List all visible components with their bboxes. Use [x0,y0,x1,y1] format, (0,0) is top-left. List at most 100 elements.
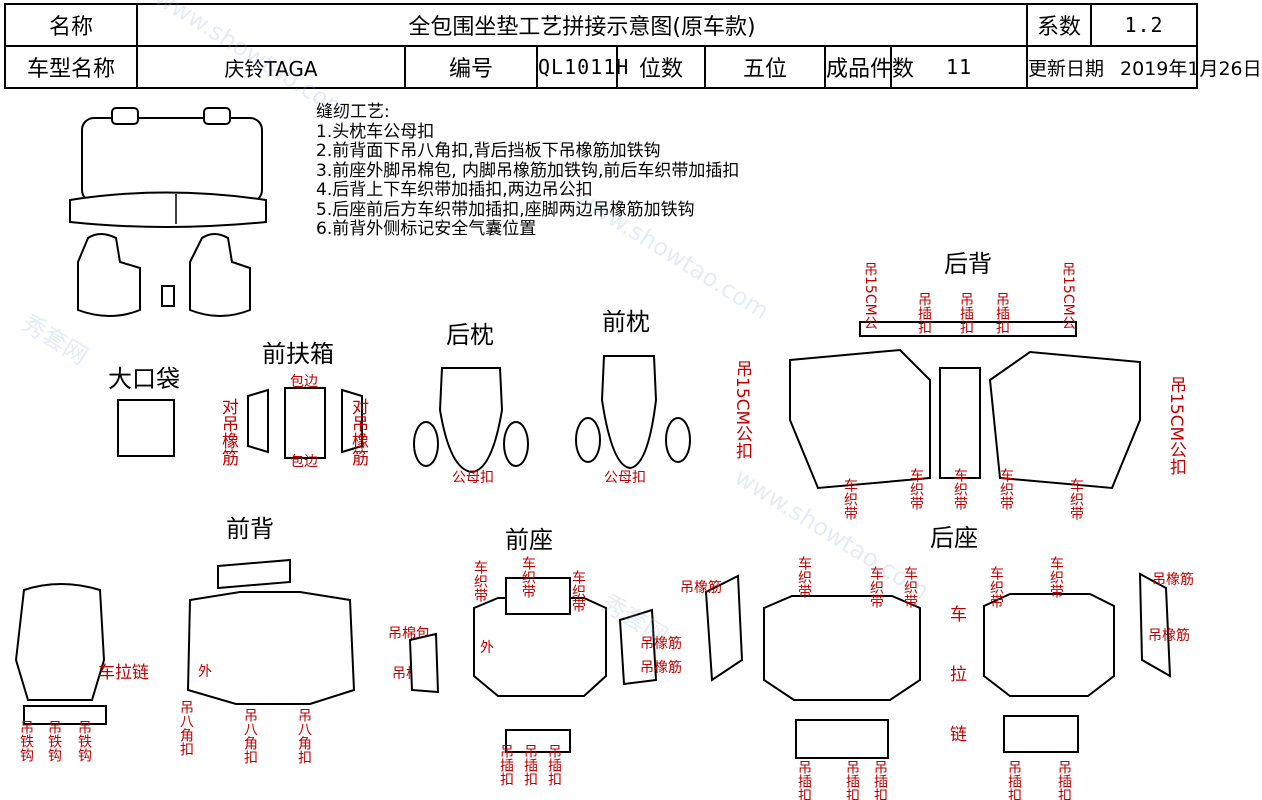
rear-seat-webbing-2: 车织带 [868,565,884,609]
front-seat-front-panel [505,577,571,615]
front-back-hook-strip [23,705,107,725]
front-back-outer: 外 [198,664,212,680]
seats-value: 五位 [704,45,826,89]
rear-back-webbing-4: 车织带 [998,467,1014,511]
rear-back-buckle-2: 吊插扣 [958,292,974,334]
rear-seat-front-strip-right [1003,715,1079,753]
rear-seat-buckle-3: 吊插扣 [872,760,888,800]
rear-headrest-main [438,367,504,474]
armrest-edge-label-top: 包边 [290,374,318,390]
front-back-hook-3: 吊铁钩 [76,720,92,763]
rear-seat-webbing-4: 车织带 [988,565,1004,609]
rear-bench-thumbnail [69,107,267,228]
front-seat-elastic-1: 吊橡筋 [640,635,682,652]
rear-seat-buckle-1: 吊插扣 [796,760,812,800]
pattern-diagram: 大口袋 前扶箱 对吊橡筋 对吊橡筋 包边 包边 后枕 公母扣 前枕 公母扣 后背… [14,107,1194,800]
front-back-pocket-panel [14,583,106,701]
front-seat-thumbnail-left [77,233,141,317]
thumbnail-console [161,285,175,307]
section-title-big-pocket: 大口袋 [108,365,180,393]
rear-seat-buckle-2: 吊插扣 [844,760,860,800]
instruction-item: 2.前背面下吊八角扣,背后挡板下吊橡筋加铁钩 [316,141,661,161]
rear-seat-left-end-panel [704,574,744,682]
section-title-front-seat: 前座 [505,526,553,554]
front-seat-thumbnail-right [189,233,251,317]
front-headrest-label: 公母扣 [604,470,646,486]
seats-label: 位数 [616,45,706,89]
front-headrest-side-left [575,417,601,463]
rear-seat-front-strip-left [795,719,889,759]
armrest-right-panel [341,388,363,454]
front-back-octagon-3: 吊八角扣 [296,708,312,764]
instruction-item: 1.头枕车公母扣 [316,121,435,142]
front-seat-webbing-2: 车织带 [520,555,536,599]
rear-seat-webbing-1: 车织带 [796,555,812,599]
armrest-right-label: 对吊橡筋 [348,398,369,467]
armrest-edge-label-bottom: 包边 [290,454,318,470]
rear-headrest-side-left [413,421,439,467]
front-back-main-panel [186,591,356,705]
code-label: 编号 [404,45,538,89]
front-back-hook-2: 吊铁钩 [46,720,62,763]
armrest-left-panel [247,388,269,454]
model-value: 庆铃TAGA [136,45,406,89]
section-title-front-headrest: 前枕 [602,308,650,336]
rear-back-top-strip [859,321,1077,337]
rear-back-side-left: 吊15CM公扣 [732,360,753,460]
header-table: 名称 全包围坐垫工艺拼接示意图(原车款) 系数 1.2 车型名称 庆铃TAGA … [4,3,1262,89]
rear-back-left-panel [789,348,931,490]
front-back-top-panel [217,558,291,590]
instruction-item: 5.后座前后方车织带加插扣,座脚两边吊橡筋加铁钩 [316,199,695,220]
rear-back-side-right: 吊15CM公扣 [1166,376,1187,476]
rear-back-webbing-3: 车织带 [952,467,968,511]
front-seat-elastic-2: 吊橡筋 [640,659,682,676]
coef-value: 1.2 [1090,3,1198,47]
date-value: 2019年1月26日 [1120,57,1262,80]
big-pocket-panel [117,399,175,457]
rear-back-webbing-1: 车织带 [842,477,858,521]
coef-label: 系数 [1026,3,1092,47]
section-title-rear-back: 后背 [944,250,992,278]
instruction-item: 6.前背外侧标记安全气囊位置 [316,219,537,239]
front-back-zipper: 车拉链 [98,663,149,683]
rear-seat-elastic-right-2: 吊橡筋 [1148,627,1190,644]
front-seat-outer: 外 [480,640,494,656]
armrest-center-panel [284,387,326,459]
rear-back-right-panel [988,350,1141,490]
rear-seat-right-panel [983,593,1115,697]
pieces-value: 11 [890,45,1028,89]
rear-seat-webbing-5: 车织带 [1048,555,1064,599]
rear-back-buckle-1: 吊插扣 [916,292,932,334]
rear-back-webbing-5: 车织带 [1068,477,1084,521]
front-seat-side-panel [618,608,658,686]
name-label: 名称 [4,3,138,47]
front-seat-webbing-1: 车织带 [472,559,488,603]
front-seat-webbing-3: 车织带 [570,569,586,613]
code-value: QL1011H [536,45,628,89]
section-title-front-back: 前背 [226,515,274,543]
section-title-rear-headrest: 后枕 [446,321,494,349]
front-seat-buckle-1: 吊插扣 [498,744,514,786]
rear-seat-elastic-right-1: 吊橡筋 [1152,571,1194,588]
date-label: 更新日期 [1028,57,1105,80]
front-back-octagon-1: 吊八角扣 [178,700,194,756]
front-back-octagon-2: 吊八角扣 [242,708,258,764]
rear-seat-zip-1: 车 [950,605,967,625]
sewing-instructions: 缝纫工艺: 1.头枕车公母扣 2.前背面下吊八角扣,背后挡板下吊橡筋加铁钩 3.… [316,102,739,240]
rear-seat-zip-3: 链 [950,725,967,745]
section-title-front-armrest: 前扶箱 [262,340,334,368]
front-back-side-panel [408,632,440,694]
rear-seat-buckle-4: 吊插扣 [1006,760,1022,800]
page-title: 全包围坐垫工艺拼接示意图(原车款) [136,3,1028,47]
rear-seat-buckle-5: 吊插扣 [1056,760,1072,800]
rear-headrest-label: 公母扣 [452,470,494,486]
section-title-rear-seat: 后座 [930,524,978,552]
armrest-left-label: 对吊橡筋 [218,398,239,467]
rear-seat-right-end-panel [1138,572,1172,678]
rear-seat-webbing-3: 车织带 [902,565,918,609]
instruction-item: 4.后背上下车织带加插扣,两边吊公扣 [316,180,593,200]
front-back-hook-1: 吊铁钩 [18,720,34,763]
rear-back-buckle-3: 吊插扣 [994,292,1010,334]
front-headrest-side-right [665,417,691,463]
front-seat-buckle-2: 吊插扣 [522,744,538,786]
